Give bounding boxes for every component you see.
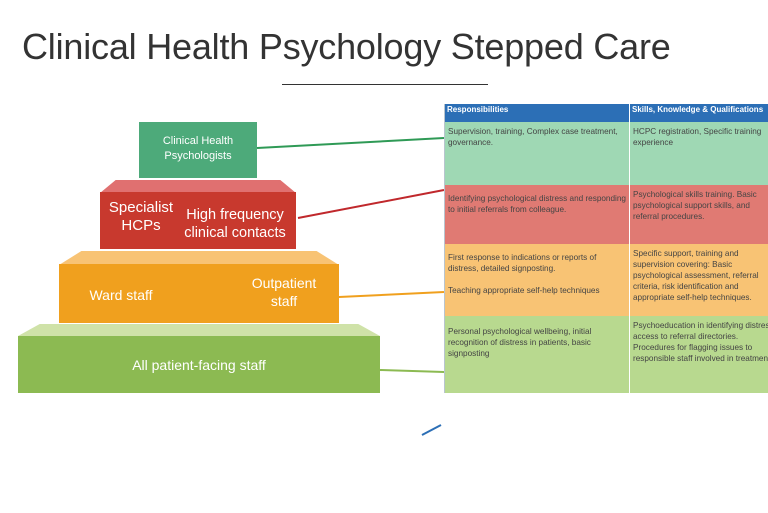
table-row: Identifying psychological distress and r… [445, 185, 768, 244]
row3-skills: Specific support, training and supervisi… [629, 244, 768, 316]
connector-tier4 [379, 369, 445, 373]
tier-ward-outpatient-staff: Ward staff Outpatient staff [59, 264, 339, 323]
tier-all-patient-facing-staff: All patient-facing staff [18, 336, 380, 393]
tier2-right-label: High frequency clinical contacts [176, 206, 294, 242]
tier1-label: Clinical Health Psychologists [139, 134, 257, 164]
row4-responsibilities: Personal psychological wellbeing, initia… [445, 316, 629, 393]
connector-tier1 [256, 137, 445, 149]
tier-clinical-health-psychologists: Clinical Health Psychologists [139, 122, 257, 178]
tier2-left-label: Specialist HCPs [104, 199, 178, 235]
responsibilities-table: Responsibilities Skills, Knowledge & Qua… [444, 104, 768, 393]
row2-resp-text: Identifying psychological distress and r… [448, 194, 626, 214]
tier3-right-line2: staff [270, 293, 298, 309]
table-row: Personal psychological wellbeing, initia… [445, 316, 768, 393]
tier2-left-line1: Specialist [108, 199, 174, 216]
tier3-top-bevel [59, 251, 339, 265]
tier3-right-line1: Outpatient [251, 275, 317, 291]
table-row: Supervision, training, Complex case trea… [445, 122, 768, 185]
connector-tier2 [297, 189, 445, 219]
connector-tier3 [338, 291, 445, 298]
row3-resp-text-2: Teaching appropriate self-help technique… [448, 286, 600, 295]
tier3-right-label: Outpatient staff [229, 274, 339, 310]
row4-skills: Psychoeducation in identifying distress,… [629, 316, 768, 393]
table-header-responsibilities: Responsibilities [445, 104, 629, 122]
row2-skills: Psychological skills training. Basic psy… [629, 185, 768, 244]
table-header-skills: Skills, Knowledge & Qualifications [630, 104, 768, 122]
title-underline [282, 84, 488, 85]
tier1-line1: Clinical Health [162, 135, 234, 147]
row3-responsibilities: First response to indications or reports… [445, 244, 629, 316]
page-title: Clinical Health Psychology Stepped Care [22, 26, 671, 67]
tier2-top-bevel [100, 180, 296, 193]
tier2-right-line2: clinical contacts [184, 225, 286, 241]
row4-resp-text: Personal psychological wellbeing, initia… [448, 327, 592, 358]
table-row: First response to indications or reports… [445, 244, 768, 316]
tier2-right-line1: High frequency [186, 207, 284, 223]
row1-responsibilities: Supervision, training, Complex case trea… [445, 122, 629, 185]
tier1-line2: Psychologists [164, 150, 232, 162]
row2-responsibilities: Identifying psychological distress and r… [445, 185, 629, 244]
tier4-label: All patient-facing staff [132, 357, 266, 373]
tier4-top-bevel [18, 324, 380, 336]
tier3-left-label: Ward staff [89, 287, 153, 303]
row3-resp-text-1: First response to indications or reports… [448, 253, 597, 273]
tier2-left-line2: HCPs [121, 217, 161, 234]
tier-specialist-hcps: Specialist HCPs High frequency clinical … [100, 192, 296, 249]
row1-skills: HCPC registration, Specific training exp… [629, 122, 768, 185]
pen-stroke-mark [421, 424, 442, 436]
row1-resp-text: Supervision, training, Complex case trea… [448, 127, 618, 147]
